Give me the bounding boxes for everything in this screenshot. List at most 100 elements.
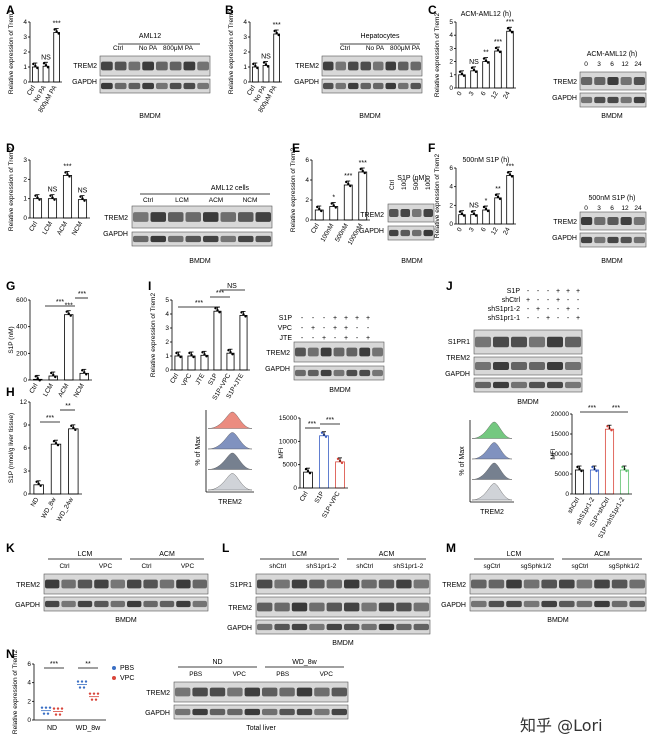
band-B-gapdh-0 [323, 82, 334, 90]
blot-M-GAPDH [469, 596, 647, 612]
sub-K-0: Ctrl [59, 563, 70, 570]
band-I-gapdh-2 [320, 369, 332, 377]
band-A-gapdh-7 [197, 82, 209, 90]
band-A-trem2-3 [142, 61, 154, 71]
dot-D-0-0 [34, 194, 37, 197]
band-K-GAPDH-1 [61, 600, 76, 608]
dot-C-2-0 [482, 57, 486, 60]
xtick-C-4: 24 [502, 90, 512, 100]
sig-D-3: NS [78, 188, 88, 195]
band-J-gapdh-5 [565, 381, 581, 389]
bar-A-1 [42, 65, 50, 83]
band-E-trem2-1 [400, 209, 410, 217]
cond-J-0: S1P [507, 288, 521, 295]
band-B-trem2-1 [335, 61, 346, 71]
blot-label-F-1: GAPDH [552, 235, 577, 242]
band-L-TREM2-9 [413, 602, 429, 612]
bar-D-1 [47, 198, 58, 219]
band-N-GAPDH-9 [331, 708, 347, 716]
bmdm-K: BMDM [115, 617, 137, 624]
ytick-label-H-3: 3 [23, 468, 27, 475]
blot-bg-N-TREM2 [173, 681, 349, 703]
bar-I-2 [200, 354, 209, 371]
blot-bg-K-TREM2 [43, 573, 209, 595]
dot-G-3-2 [85, 373, 88, 376]
dot-N-0-0-1 [42, 712, 46, 715]
sub-L-0: shCtrl [269, 563, 287, 570]
blot-label-L-2: GAPDH [227, 625, 252, 632]
xtick-A-0: Ctrl [26, 84, 37, 97]
blot-label-D-0: TREM2 [104, 215, 128, 222]
group-L-0: LCM [292, 551, 307, 558]
cond-J-1-0: + [526, 297, 530, 304]
band-B-gapdh-7 [410, 82, 421, 90]
band-K-GAPDH-9 [192, 600, 207, 608]
blot-label-D-1: GAPDH [103, 231, 128, 238]
bar-chart-H [33, 424, 79, 495]
lane-D-1: LCM [175, 197, 189, 204]
bar-chart-Iflow [303, 431, 345, 489]
band-M-GAPDH-5 [559, 600, 575, 608]
ytick-label-C-3: 3 [449, 45, 453, 52]
blot-K-GAPDH [43, 596, 209, 612]
band-M-GAPDH-1 [488, 600, 505, 608]
band-L-S1PR1-0 [257, 579, 273, 589]
lane-F-1: 3 [597, 205, 601, 212]
ytick-label-H-0: 0 [23, 491, 27, 498]
ytick-label-Iflow-5000: 5000 [283, 462, 298, 469]
lane-C-2: 6 [610, 61, 614, 68]
ytick-label-Jflow-15000: 15000 [551, 431, 569, 438]
blot-header-E: S1P (nM) [397, 175, 426, 182]
bar-B-0 [251, 66, 259, 83]
band-F-gapdh-0 [581, 236, 593, 244]
band-L-S1PR1-8 [396, 579, 412, 589]
band-M-TREM2-9 [629, 579, 645, 589]
band-K-TREM2-4 [110, 579, 125, 589]
ytick-label-F-6: 6 [449, 165, 453, 172]
xtick-G-3: NCM [73, 383, 86, 399]
sig-C-2: ** [483, 50, 489, 57]
band-I-gapdh-5 [359, 369, 371, 377]
bar-C-1 [470, 70, 478, 89]
band-A-gapdh-6 [183, 82, 196, 90]
blot-header-A: AML12 [139, 33, 161, 40]
watermark: 知乎 @Lori [520, 716, 603, 735]
dot-N-0-1-3 [58, 713, 62, 716]
panel-label-N: N [6, 647, 15, 661]
band-K-TREM2-6 [143, 579, 158, 589]
dot-N-0-0-0 [40, 706, 44, 709]
band-K-TREM2-5 [127, 579, 142, 589]
panel-label-H: H [6, 385, 15, 399]
dot-H-1-2 [56, 443, 60, 447]
band-I-trem2-6 [372, 347, 383, 357]
band-B-trem2-4 [373, 61, 384, 71]
band-D-trem2-4 [203, 212, 219, 222]
bar-E-1 [329, 206, 339, 221]
ytick-label-Jflow-0: 0 [565, 491, 569, 498]
ytick-label-G-0: 0 [23, 377, 27, 384]
cond-J-2-4: + [566, 306, 570, 313]
dot-N-0-1-1 [54, 713, 58, 716]
histogram-J-2 [471, 462, 513, 480]
sub-M-0: sgCtrl [484, 563, 502, 570]
band-F-gapdh-1 [594, 236, 606, 244]
cond-I-0: S1P [279, 315, 293, 322]
band-L-TREM2-6 [361, 602, 377, 612]
cond-J-0-2: - [547, 288, 550, 295]
sig-C-1: NS [469, 59, 479, 66]
dot-D-1-0 [49, 194, 52, 197]
blot-J-s1pr1 [473, 329, 583, 355]
group-M-0: LCM [507, 551, 522, 558]
band-C-gapdh-2 [607, 96, 619, 104]
band-L-GAPDH-8 [396, 623, 412, 631]
xtick-H-2: WD_24w [56, 496, 75, 523]
ytick-label-I-3: 3 [165, 325, 169, 332]
ylabel-C: Relative expression of Trem2 [434, 13, 441, 98]
xtick-F-0: 0 [456, 226, 464, 233]
bar-Jflow-0 [574, 469, 585, 495]
blot-K-TREM2 [43, 573, 209, 595]
band-L-S1PR1-2 [291, 579, 308, 589]
chart-title-C: ACM-AML12 (h) [461, 11, 512, 18]
band-I-trem2-0 [295, 347, 306, 357]
dot-D-2-2 [68, 175, 71, 178]
